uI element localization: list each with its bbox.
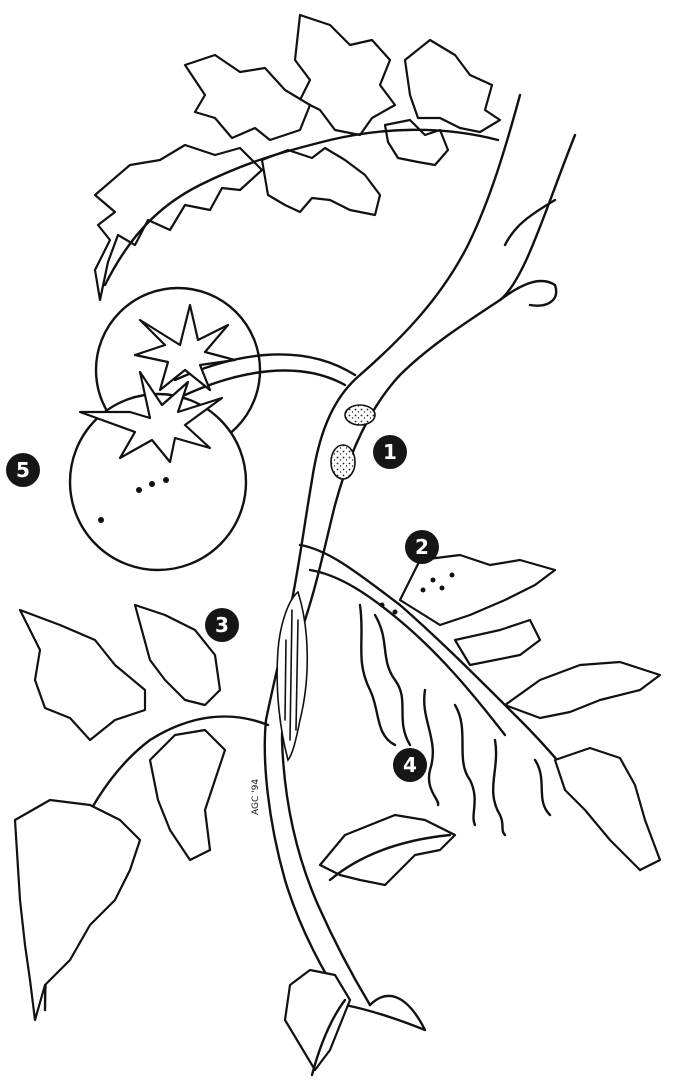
- callout-number: 3: [215, 613, 229, 637]
- fruit-spot: [163, 477, 169, 483]
- stem-lesion: [331, 445, 355, 479]
- top-leaf-cluster: [95, 15, 500, 300]
- fruit-spot: [98, 517, 104, 523]
- leaf-spot: [450, 573, 455, 578]
- leaf-spot: [421, 588, 426, 593]
- callout-badge-3: 3: [205, 608, 239, 642]
- left-leaflet-1: [20, 610, 145, 740]
- stem-lesions: [277, 405, 375, 760]
- fruit-spot: [149, 481, 155, 487]
- stem-spot: [380, 603, 385, 608]
- lower-left-leaf: [15, 605, 268, 1020]
- artist-signature: AGC '94: [251, 779, 261, 815]
- small-leaf-right: [320, 815, 455, 885]
- top-leaflet-2: [185, 55, 310, 140]
- top-leaflet-1: [295, 15, 395, 135]
- fruit-spot: [136, 487, 142, 493]
- wilted-leaflet: [424, 690, 438, 805]
- callout-number: 2: [415, 535, 429, 559]
- callout-badge-1: 1: [373, 435, 407, 469]
- stem-spot: [393, 610, 398, 615]
- callout-badge-2: 2: [405, 530, 439, 564]
- leaf-spot: [440, 586, 445, 591]
- right-leaf-lower: [555, 748, 660, 870]
- right-leaf-large: [505, 662, 660, 718]
- stem-lesion: [345, 405, 375, 425]
- wilted-leaflet: [360, 605, 395, 745]
- top-leaflet-6: [385, 120, 448, 165]
- right-leaf-mid: [455, 620, 540, 665]
- callout-number: 4: [403, 753, 417, 777]
- top-leaflet-3: [405, 40, 500, 132]
- callout-badge-5: 5: [6, 453, 40, 487]
- wilted-leaflet: [535, 760, 550, 815]
- left-leaflet-4: [15, 800, 140, 1020]
- callout-number: 5: [16, 458, 30, 482]
- wilted-leaflet: [455, 705, 475, 825]
- leaf-spot: [431, 578, 436, 583]
- wilted-leaflet: [493, 740, 505, 835]
- left-leaflet-3: [150, 730, 225, 860]
- top-leaflet-5: [262, 148, 380, 215]
- lower-right-branch: [300, 545, 660, 870]
- callout-badge-4: 4: [393, 748, 427, 782]
- tomato-fruit-group: [70, 288, 355, 570]
- callout-number: 1: [383, 440, 397, 464]
